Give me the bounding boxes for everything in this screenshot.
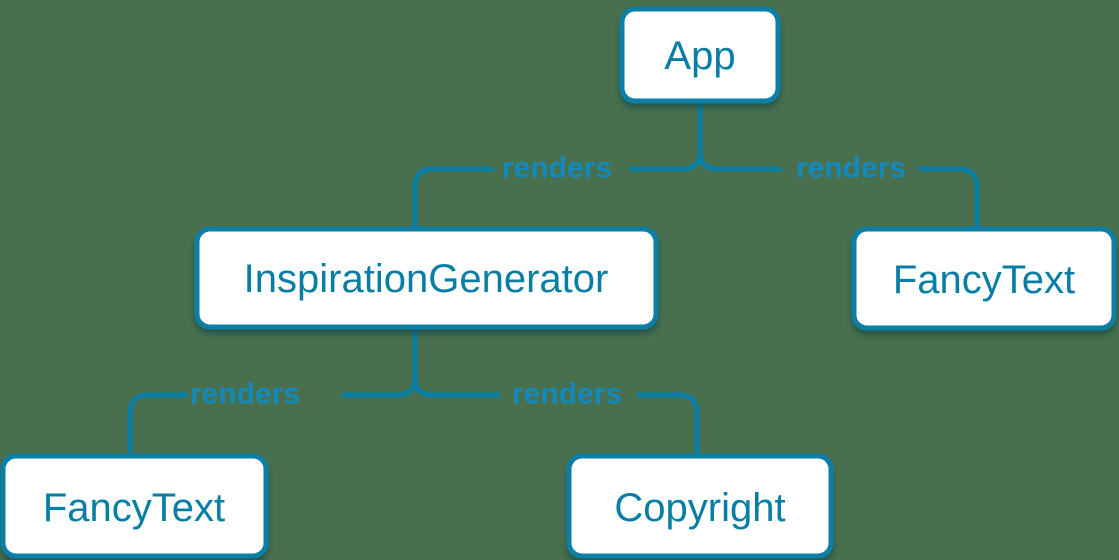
node-inspiration-generator: InspirationGenerator xyxy=(194,226,659,330)
node-label: FancyText xyxy=(43,486,225,530)
node-box xyxy=(0,453,269,559)
node-label: FancyText xyxy=(893,258,1075,302)
edge-segment xyxy=(412,324,501,398)
edge-inspirationgenerator-to-copyright xyxy=(412,324,700,459)
node-label: InspirationGenerator xyxy=(244,257,609,301)
edge-segment xyxy=(636,392,700,459)
node-box xyxy=(194,226,659,330)
node-box xyxy=(566,453,834,559)
node-box xyxy=(851,226,1117,331)
edge-label-renders: renders xyxy=(190,378,300,411)
node-copyright: Copyright xyxy=(566,453,834,559)
edge-segment xyxy=(412,166,495,232)
edge-segment xyxy=(918,166,980,232)
edge-label-renders: renders xyxy=(796,152,906,185)
node-label: Copyright xyxy=(614,486,785,530)
edge-label-renders: renders xyxy=(502,152,612,185)
node-label: App xyxy=(664,34,735,78)
edge-segment xyxy=(127,392,189,459)
node-box xyxy=(619,6,781,104)
node-fancy-text-right: FancyText xyxy=(851,226,1117,331)
edge-label-renders: renders xyxy=(512,378,622,411)
node-fancy-text-left: FancyText xyxy=(0,453,269,559)
edge-app-to-fancytext xyxy=(697,98,980,232)
edge-segment xyxy=(697,98,783,172)
node-app: App xyxy=(619,6,781,104)
